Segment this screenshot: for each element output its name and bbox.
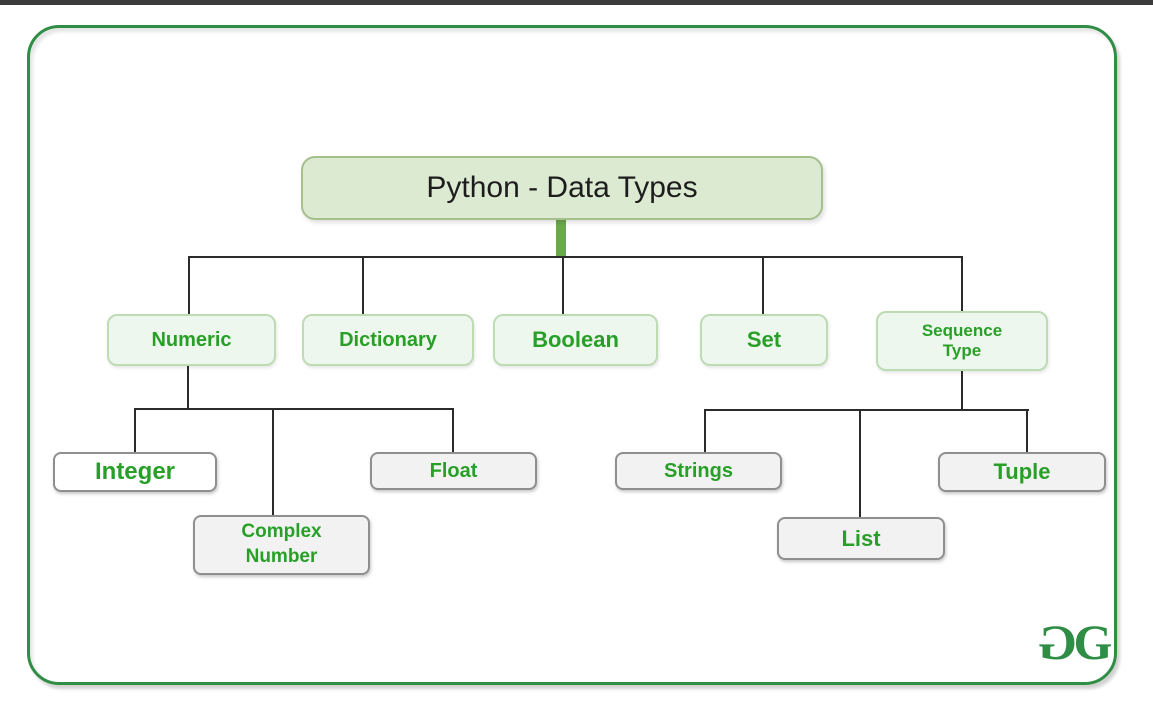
connector-to-sequence-type <box>961 258 963 312</box>
sequence-stem-connector <box>961 371 963 411</box>
node-python-data-types: Python - Data Types <box>301 156 823 220</box>
node-complex-number: Complex Number <box>193 515 370 575</box>
node-numeric: Numeric <box>107 314 276 366</box>
logo-letter-g: G <box>1073 614 1113 670</box>
node-list: List <box>777 517 945 560</box>
node-label: Set <box>746 327 782 353</box>
node-integer: Integer <box>53 452 217 492</box>
connector-to-float <box>452 410 454 453</box>
node-label: Integer <box>94 458 175 486</box>
connector-to-tuple <box>1026 411 1028 453</box>
node-label: List <box>841 525 881 551</box>
connector-to-complex-number <box>272 410 274 516</box>
node-label: Tuple <box>993 459 1051 485</box>
node-dictionary: Dictionary <box>302 314 474 366</box>
node-boolean: Boolean <box>493 314 658 366</box>
node-label: Strings <box>664 459 733 482</box>
top-border-bar <box>0 0 1153 5</box>
numeric-stem-connector <box>187 366 189 410</box>
connector-to-boolean <box>562 258 564 315</box>
connector-to-set <box>762 258 764 315</box>
node-sequence-type: Sequence Type <box>876 311 1048 371</box>
node-label: Python - Data Types <box>426 170 698 204</box>
connector-to-strings <box>704 411 706 453</box>
sequence-horizontal-connector <box>704 409 1029 411</box>
connector-to-numeric <box>188 258 190 315</box>
numeric-horizontal-connector <box>134 408 454 410</box>
node-strings: Strings <box>615 452 782 490</box>
level1-horizontal-connector <box>188 256 963 258</box>
connector-to-dictionary <box>362 258 364 315</box>
node-label: Numeric <box>151 328 232 351</box>
root-stem-connector <box>556 219 566 258</box>
node-label: Float <box>429 459 478 482</box>
node-label: Complex Number <box>241 521 322 567</box>
node-float: Float <box>370 452 537 490</box>
node-label: Dictionary <box>339 328 437 351</box>
rounded-frame <box>27 25 1117 685</box>
connector-to-list <box>859 411 861 518</box>
logo-letter-reversed-g: G <box>1039 614 1077 670</box>
connector-to-integer <box>134 410 136 453</box>
node-tuple: Tuple <box>938 452 1106 492</box>
geeksforgeeks-logo: G G <box>1030 612 1120 672</box>
node-label: Boolean <box>532 327 619 353</box>
node-set: Set <box>700 314 828 366</box>
node-label: Sequence Type <box>921 321 1003 360</box>
